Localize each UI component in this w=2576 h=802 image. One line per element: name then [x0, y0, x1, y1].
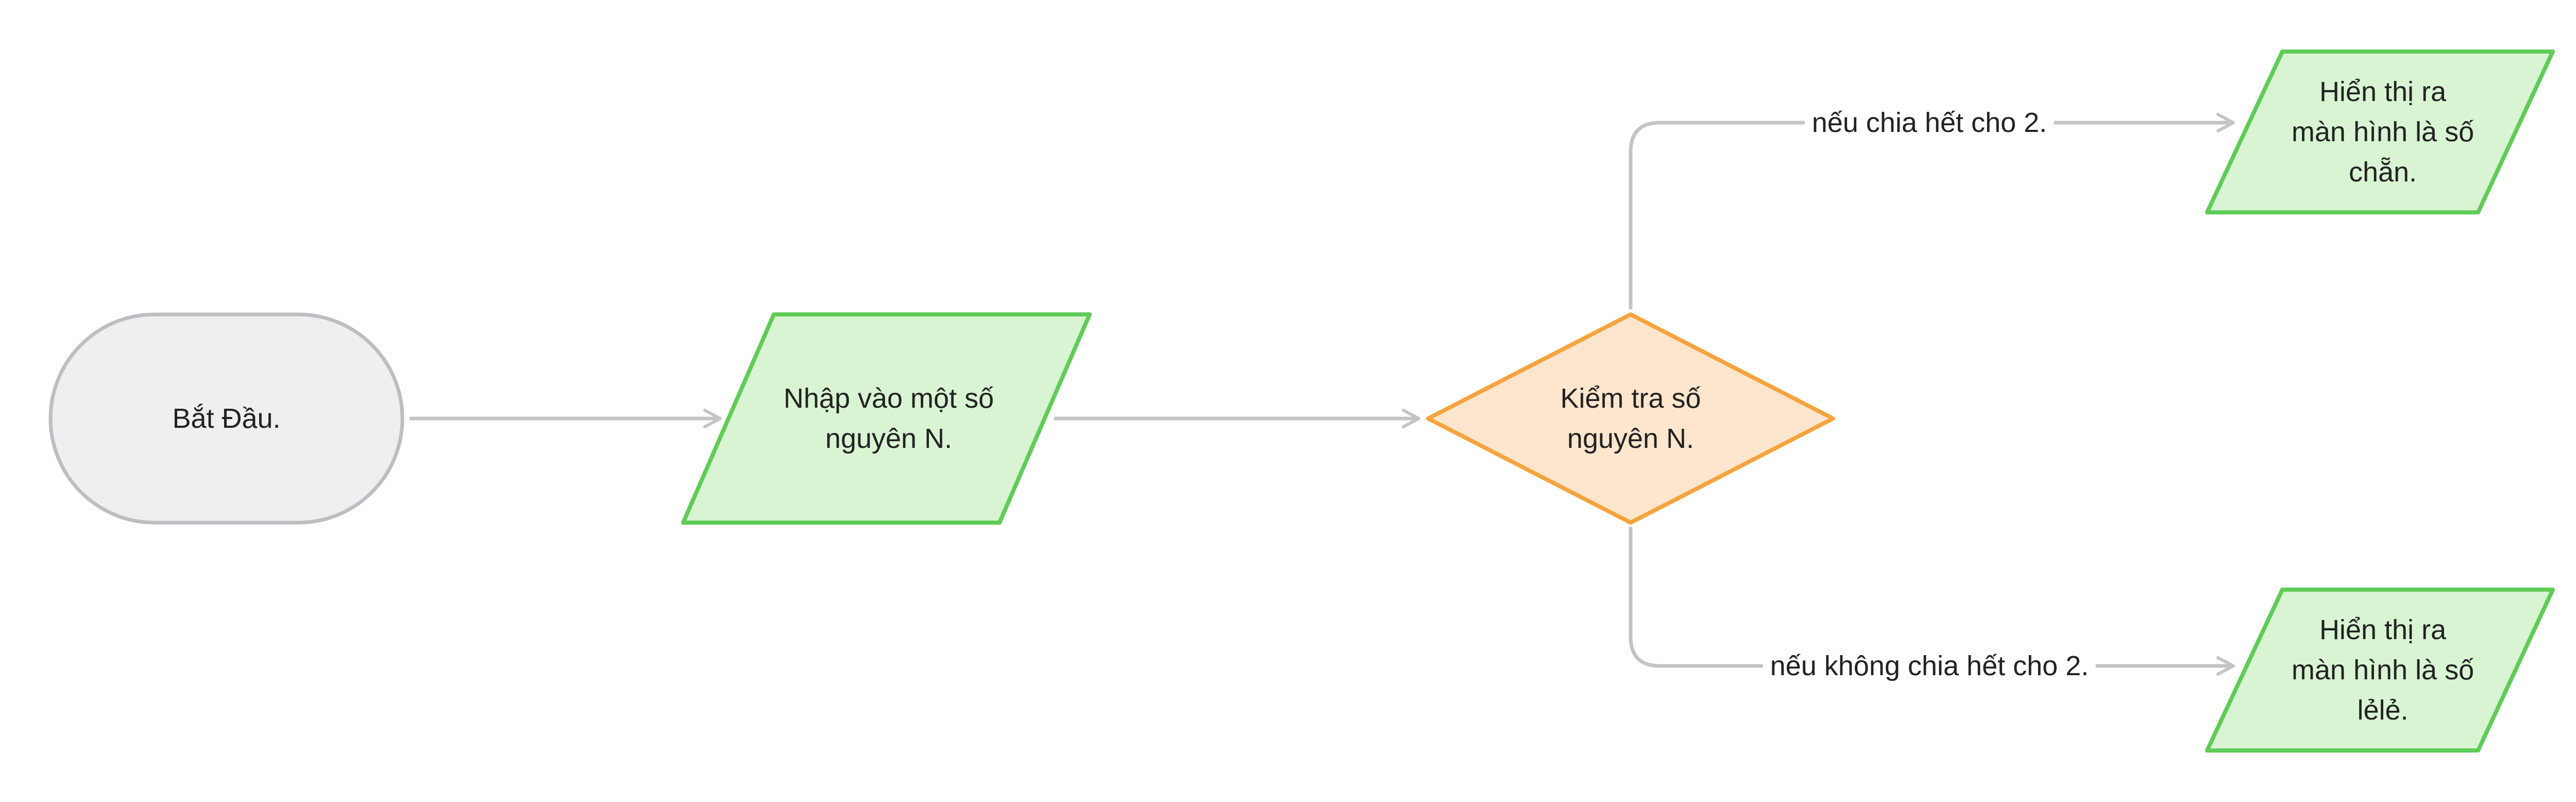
edge-label-divisible: nếu chia hết cho 2.: [1804, 106, 2055, 139]
edge-label-not-divisible: nếu không chia hết cho 2.: [1762, 649, 2096, 682]
start-node: Bắt Đầu.: [50, 314, 402, 523]
odd-output-node: Hiển thị ra màn hình là số lẻlẻ.: [2262, 590, 2504, 750]
connector-check-to-odd: [1629, 527, 2235, 676]
odd-output-label: Hiển thị ra màn hình là số lẻlẻ.: [2291, 614, 2475, 726]
decision-diamond: [1426, 312, 1835, 525]
check-label: Kiểm tra số nguyên N.: [1560, 383, 1701, 454]
connector-check-to-even: [1629, 113, 2235, 309]
check-node: Kiểm tra số nguyên N.: [1494, 314, 1767, 523]
output-odd-parallelogram: [2205, 588, 2555, 753]
input-parallelogram: [681, 312, 1092, 525]
output-even-parallelogram: [2205, 49, 2555, 214]
start-terminal: [48, 312, 404, 525]
even-output-label: Hiển thị ra màn hình là số chẵn.: [2291, 76, 2475, 188]
input-node: Nhập vào một số nguyên N.: [732, 314, 1046, 523]
input-label: Nhập vào một số nguyên N.: [783, 383, 994, 454]
start-label: Bắt Đầu.: [172, 403, 281, 434]
even-output-node: Hiển thị ra màn hình là số chẵn.: [2262, 52, 2504, 212]
